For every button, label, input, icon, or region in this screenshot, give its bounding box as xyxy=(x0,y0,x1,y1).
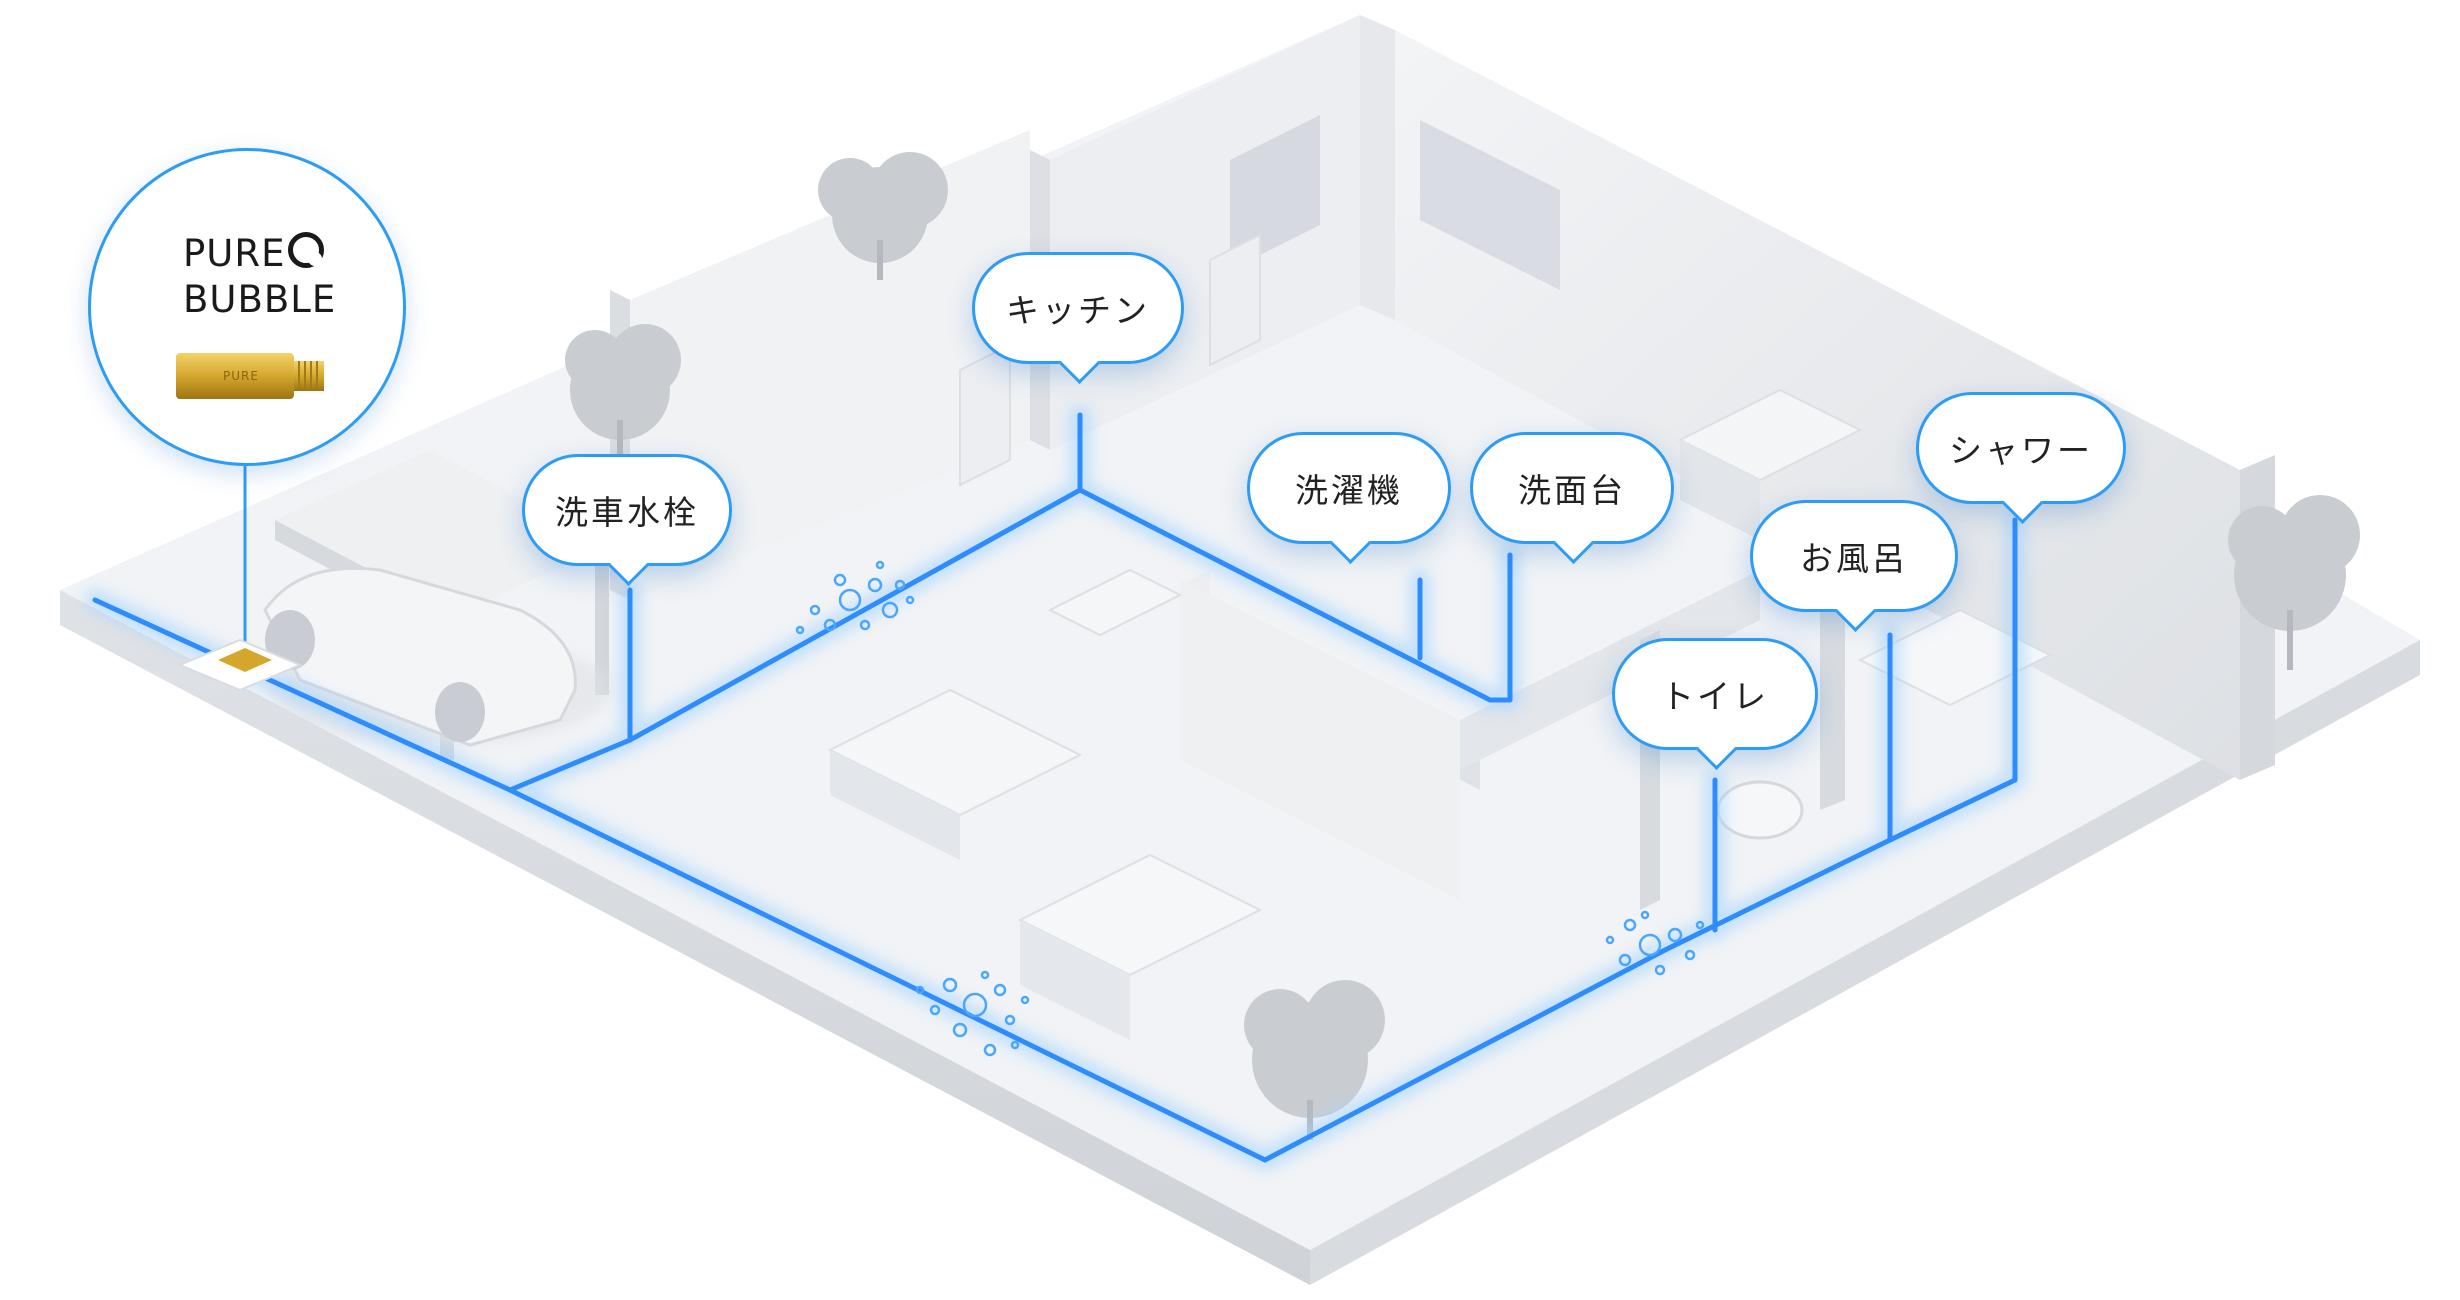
label-car-wash: 洗車水栓 xyxy=(522,454,732,566)
product-callout: PURE BUBBLE PURE xyxy=(88,148,406,466)
trees xyxy=(565,152,2360,1140)
laundry-branch-pipe xyxy=(1077,487,1513,703)
logo-ring-icon xyxy=(288,232,325,268)
micro-bubbles xyxy=(795,560,1705,1057)
bubble-cluster-kitchen xyxy=(795,560,915,635)
furniture xyxy=(827,233,2053,1040)
brand-line-1: PURE xyxy=(183,232,286,275)
interior-walls xyxy=(1180,570,1845,910)
installed-device-marker xyxy=(177,466,303,692)
nozzle-engraving: PURE xyxy=(223,369,259,383)
water-pipes xyxy=(92,412,2018,1163)
label-washing-machine: 洗濯機 xyxy=(1247,432,1451,544)
label-kitchen: キッチン xyxy=(972,252,1184,364)
label-bath: お風呂 xyxy=(1750,500,1958,612)
label-washbasin: 洗面台 xyxy=(1470,432,1674,544)
brand-line-2: BUBBLE xyxy=(183,278,337,321)
brand-logo: PURE BUBBLE xyxy=(183,231,337,323)
bubble-cluster-toilet xyxy=(1605,910,1705,976)
bubble-cluster-main xyxy=(915,970,1030,1057)
brass-nozzle-icon: PURE xyxy=(176,353,324,399)
kitchen-branch-pipe xyxy=(507,412,1083,793)
label-shower: シャワー xyxy=(1916,392,2126,504)
label-toilet: トイレ xyxy=(1612,638,1818,750)
